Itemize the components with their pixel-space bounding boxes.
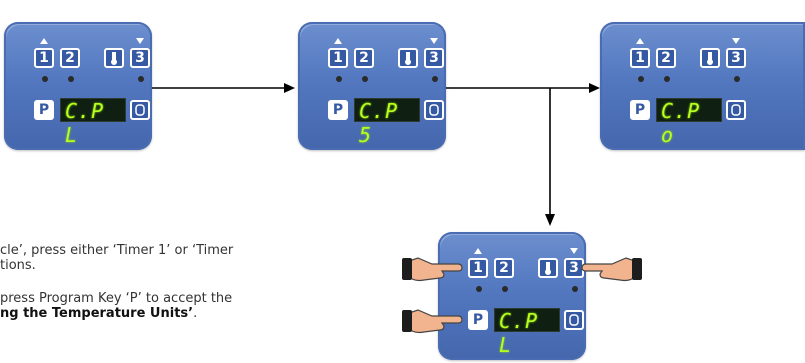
controller-panel-4: 1 2 3 P C.P L: [438, 232, 586, 360]
led-2: [68, 76, 74, 82]
display-readout: C.P o: [656, 98, 722, 147]
led-2: [502, 286, 508, 292]
power-icon[interactable]: [726, 100, 746, 120]
instruction-tail: .: [193, 306, 198, 321]
power-icon[interactable]: [130, 100, 150, 120]
led-3: [432, 76, 438, 82]
pointing-hand-left-icon: [402, 257, 463, 282]
pointing-hand-right-icon: [581, 257, 642, 282]
led-1: [476, 286, 482, 292]
program-key[interactable]: P: [468, 310, 488, 330]
led-3: [734, 76, 740, 82]
instruction-line-2: tions.: [0, 258, 36, 273]
led-3: [138, 76, 144, 82]
power-icon[interactable]: [424, 100, 444, 120]
instruction-line-4: ng the Temperature Units’.: [0, 306, 232, 321]
thermometer-icon[interactable]: [104, 48, 124, 68]
timer-2-key[interactable]: 2: [494, 258, 514, 278]
down-arrow-icon: [732, 38, 740, 44]
pointing-hand-left-icon: [402, 309, 463, 334]
instruction-line-3: press Program Key ‘P’ to accept the: [0, 291, 233, 306]
controller-panel-1: 1 2 3 P C.P L: [4, 22, 152, 150]
timer-2-key[interactable]: 2: [354, 48, 374, 68]
timer-2-key[interactable]: 2: [60, 48, 80, 68]
timer-3-key[interactable]: 3: [130, 48, 150, 68]
controller-panel-2: 1 2 3 P C.P 5: [298, 22, 446, 150]
up-arrow-icon: [636, 38, 644, 44]
timer-1-key[interactable]: 1: [468, 258, 488, 278]
led-2: [664, 76, 670, 82]
led-1: [638, 76, 644, 82]
led-2: [362, 76, 368, 82]
up-arrow-icon: [40, 38, 48, 44]
controller-panel-3: 1 2 3 P C.P o: [600, 22, 805, 150]
program-key[interactable]: P: [328, 100, 348, 120]
timer-3-key[interactable]: 3: [726, 48, 746, 68]
timer-1-key[interactable]: 1: [34, 48, 54, 68]
display-readout: C.P L: [60, 98, 126, 147]
display-readout: C.P 5: [354, 98, 420, 147]
program-key[interactable]: P: [630, 100, 650, 120]
timer-1-key[interactable]: 1: [630, 48, 650, 68]
instruction-text: cle’, press either ‘Timer 1’ or ‘Timer t…: [0, 243, 233, 273]
timer-3-key[interactable]: 3: [424, 48, 444, 68]
power-icon[interactable]: [564, 310, 584, 330]
instruction-bold: ng the Temperature Units’: [0, 306, 194, 321]
thermometer-icon[interactable]: [398, 48, 418, 68]
instruction-text-2: press Program Key ‘P’ to accept the ng t…: [0, 291, 232, 321]
led-1: [42, 76, 48, 82]
down-arrow-icon: [136, 38, 144, 44]
timer-2-key[interactable]: 2: [656, 48, 676, 68]
program-key[interactable]: P: [34, 100, 54, 120]
thermometer-icon[interactable]: [700, 48, 720, 68]
display-readout: C.P L: [494, 308, 560, 357]
instruction-line-1: cle’, press either ‘Timer 1’ or ‘Timer: [0, 243, 234, 258]
up-arrow-icon: [474, 248, 482, 254]
down-arrow-icon: [570, 248, 578, 254]
led-1: [336, 76, 342, 82]
up-arrow-icon: [334, 38, 342, 44]
led-3: [572, 286, 578, 292]
timer-1-key[interactable]: 1: [328, 48, 348, 68]
down-arrow-icon: [430, 38, 438, 44]
thermometer-icon[interactable]: [538, 258, 558, 278]
